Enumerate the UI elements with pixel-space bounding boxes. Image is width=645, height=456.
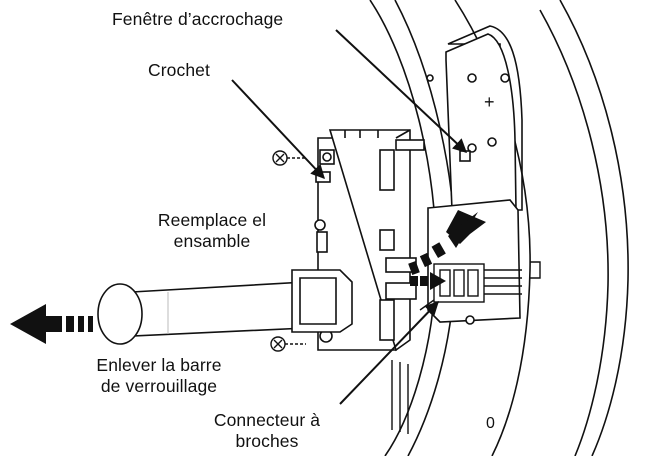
zero-mark: 0 bbox=[486, 415, 495, 432]
remove-bar-arrow bbox=[10, 304, 93, 344]
connector-motion-arrow bbox=[408, 210, 486, 276]
label-connector: Connecteur à broches bbox=[192, 410, 342, 452]
screw-top bbox=[272, 150, 306, 166]
label-remove-line2: de verrouillage bbox=[100, 376, 218, 396]
leader-connector bbox=[339, 300, 439, 405]
catch-window bbox=[459, 150, 471, 162]
label-replace-line2: ensamble bbox=[173, 231, 251, 251]
leader-lines bbox=[231, 29, 468, 405]
leader-hook bbox=[231, 79, 325, 180]
label-connector-line1: Connecteur à bbox=[213, 410, 321, 430]
door-lower-details bbox=[391, 261, 541, 434]
label-window: Fenêtre d’accrochage bbox=[112, 9, 284, 29]
label-replace: Reemplace el ensamble bbox=[146, 210, 278, 252]
label-connector-line2: broches bbox=[235, 431, 299, 451]
lock-bar bbox=[97, 269, 353, 345]
leader-window bbox=[335, 29, 468, 153]
screw-bottom bbox=[270, 336, 306, 352]
label-replace-line1: Reemplace el bbox=[157, 210, 267, 230]
mounting-plate bbox=[426, 25, 523, 211]
plus-mark: + bbox=[484, 92, 495, 112]
label-remove-line1: Enlever la barre bbox=[96, 355, 222, 375]
label-hook: Crochet bbox=[148, 60, 210, 80]
label-remove-bar: Enlever la barre de verrouillage bbox=[64, 355, 254, 397]
connector-pull-arrow bbox=[410, 272, 446, 290]
